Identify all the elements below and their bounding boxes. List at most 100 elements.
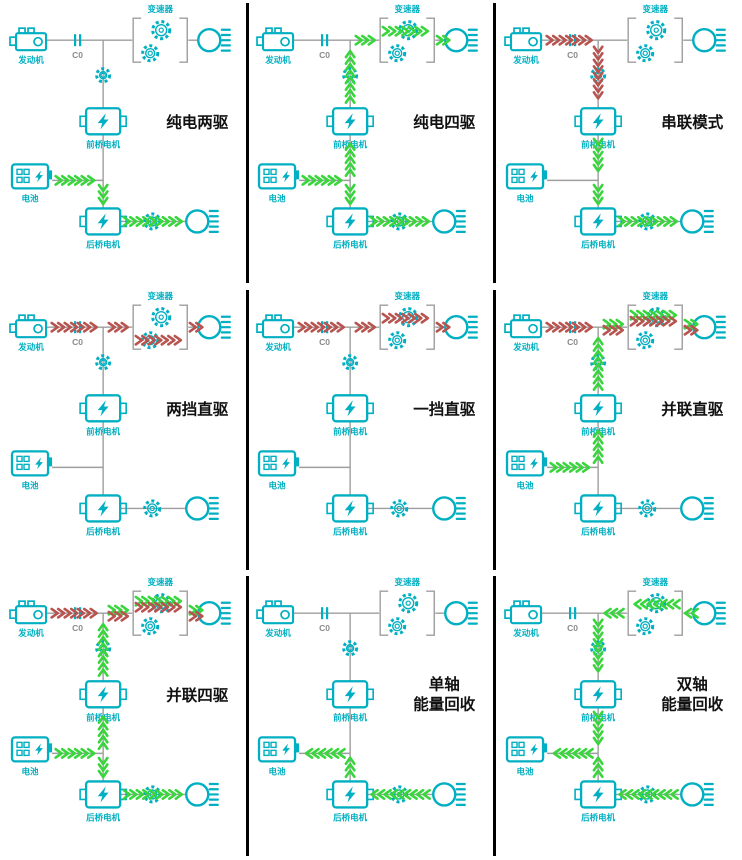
transmission-label: 变速器 (147, 4, 173, 14)
column-divider (246, 289, 249, 570)
battery-icon (10, 736, 53, 763)
mode-title: 纯电四驱 (414, 112, 477, 131)
flow-arrows (545, 34, 593, 46)
lightning-icon (592, 786, 604, 803)
lightning-icon (97, 499, 109, 517)
flows-layer (301, 25, 451, 227)
lightning-icon (97, 686, 109, 703)
rear-motor-icon (573, 207, 622, 236)
flow-arrows (617, 789, 679, 801)
rear-motor-icon (79, 207, 127, 236)
clutch-c0-icon (321, 34, 329, 47)
rear-motor-label: 后桥电机 (86, 239, 121, 249)
flow-arrows (592, 710, 604, 746)
rear-motor-icon (573, 493, 622, 523)
mode-title: 两挡直驱 (166, 399, 229, 418)
rear-wheel-icon (432, 782, 467, 807)
flow-arrows (97, 623, 109, 678)
lightning-icon (97, 786, 109, 803)
transmission-gear-lower-icon (388, 617, 407, 636)
mode-title: 并联直驱 (661, 399, 724, 418)
flows-layer (297, 312, 451, 333)
transmission-gear-lower-icon (141, 44, 160, 63)
flow-arrows (50, 321, 99, 333)
clutch-label: C0 (567, 337, 578, 347)
lightning-icon (345, 213, 356, 230)
battery-label: 电池 (269, 193, 287, 203)
transmission-gear-lower-icon (635, 617, 654, 636)
battery-icon (258, 163, 300, 190)
battery-label: 电池 (22, 480, 40, 490)
front-motor-icon (326, 393, 375, 423)
mode-title: 能量回收 (661, 695, 724, 714)
transmission-gear-upper-icon (398, 593, 419, 614)
front-motor-label: 前桥电机 (333, 713, 368, 723)
idler-gear-icon (95, 67, 112, 84)
rear-motor-icon (79, 493, 127, 523)
column-divider (493, 289, 496, 570)
rear-reducer-gear-icon (390, 499, 409, 518)
transmission-gear-upper-icon (151, 20, 172, 41)
engine-label: 发动机 (512, 55, 539, 65)
front-motor-label: 前桥电机 (86, 426, 121, 436)
flow-arrows (97, 183, 109, 206)
engine-icon (9, 313, 48, 338)
flow-arrows (97, 757, 109, 779)
front-motor-label: 前桥电机 (333, 426, 368, 436)
rear-motor-label: 后桥电机 (86, 813, 121, 823)
rear-wheel-icon (679, 495, 714, 521)
column-divider (493, 3, 496, 283)
front-motor-icon (79, 107, 127, 136)
transmission-bracket-right (426, 590, 436, 637)
transmission-label: 变速器 (642, 4, 668, 14)
flow-arrows (107, 611, 130, 623)
rear-motor-label: 后桥电机 (333, 813, 368, 823)
flow-arrows (629, 315, 677, 327)
flow-arrows (301, 174, 343, 186)
battery-label: 电池 (22, 193, 40, 203)
flow-arrows (381, 25, 430, 37)
flow-arrows (188, 611, 204, 623)
lightning-icon (97, 113, 109, 130)
battery-icon (505, 736, 547, 763)
transmission-label: 变速器 (395, 4, 421, 14)
transmission-bracket-left (379, 304, 389, 350)
flow-arrows (97, 715, 109, 751)
battery-icon (505, 449, 547, 477)
battery-icon (10, 449, 53, 477)
lightning-icon (35, 170, 43, 183)
flow-arrows (134, 602, 183, 614)
flow-arrows (107, 321, 130, 333)
flow-arrows (592, 756, 604, 779)
transmission-gear-upper-icon (645, 20, 666, 41)
clutch-c0-icon (321, 607, 329, 620)
rear-motor-icon (326, 493, 375, 523)
front-wheel-icon (444, 601, 479, 626)
flow-arrows (354, 34, 377, 46)
transmission-gear-upper-icon (151, 306, 172, 327)
flows-layer (545, 34, 678, 227)
flows-layer (305, 748, 432, 801)
transmission-label: 变速器 (147, 577, 173, 587)
rear-motor-icon (573, 780, 622, 809)
clutch-label: C0 (319, 624, 330, 634)
flow-arrows (592, 336, 604, 391)
lightning-icon (345, 686, 356, 703)
flow-arrows (188, 321, 204, 333)
flow-arrows (545, 321, 593, 333)
lightning-icon (345, 499, 356, 517)
battery-label: 电池 (516, 193, 534, 203)
flow-arrows (54, 174, 96, 186)
lightning-icon (529, 170, 538, 183)
front-motor-icon (573, 107, 622, 136)
engine-icon (503, 313, 542, 338)
flow-arrows (592, 429, 604, 464)
transmission-bracket-left (132, 590, 142, 637)
lightning-icon (282, 743, 291, 756)
lightning-icon (35, 743, 43, 756)
